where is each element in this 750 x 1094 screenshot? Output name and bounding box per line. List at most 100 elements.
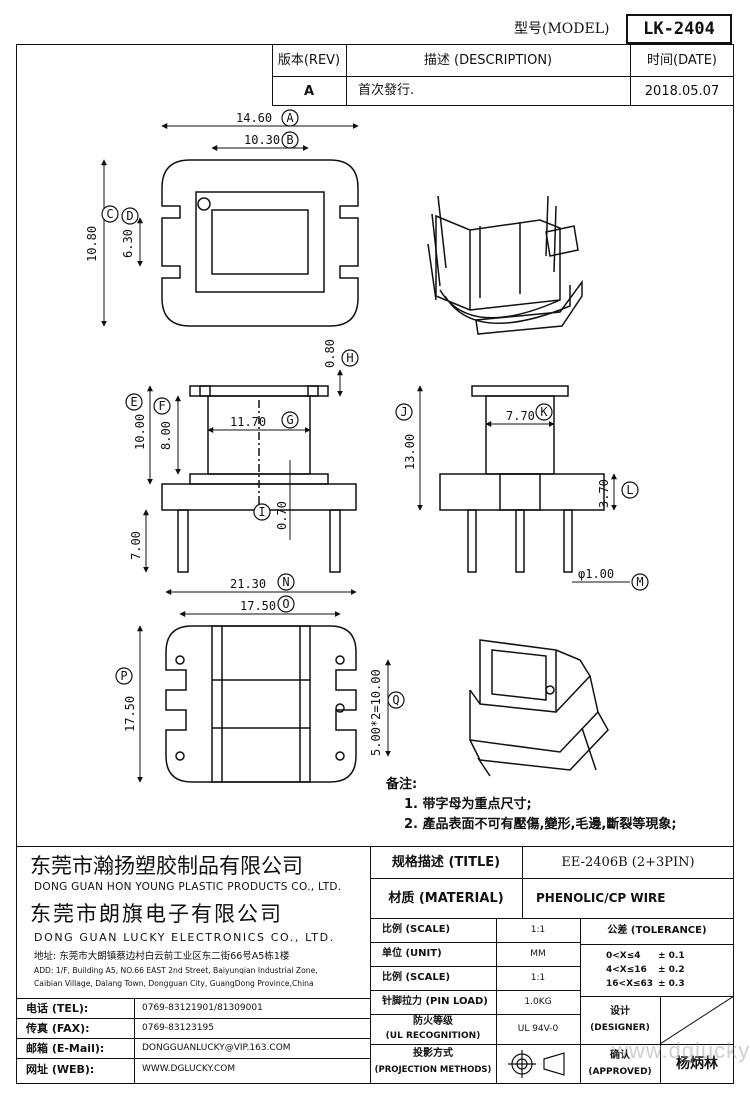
- label-Q: Q: [392, 693, 399, 707]
- company-address-en-2: Caibian Village, Dalang Town, Dongguan C…: [34, 979, 314, 988]
- proj-label-1: 投影方式: [413, 1048, 453, 1059]
- pinload-value: 1.0KG: [524, 996, 552, 1007]
- dim-pin-value: 7.00: [129, 531, 143, 560]
- label-L: L: [626, 483, 633, 497]
- iso-bottom-pin-mark: [545, 685, 555, 695]
- scale2-label: 比例 (SCALE): [382, 972, 451, 983]
- contacts-col-divider: [134, 998, 135, 1084]
- spec-row: [370, 1014, 580, 1015]
- tolerance-range-1: 0<X≤4: [606, 951, 641, 961]
- bottom-view-pin-hole: [175, 655, 185, 665]
- approver-name: 杨炳林: [676, 1056, 718, 1072]
- approve-divider: [580, 1044, 734, 1045]
- company-name-2-en: DONG GUAN LUCKY ELECTRONICS CO., LTD.: [34, 931, 335, 944]
- top-view-window-outer: [195, 191, 325, 293]
- label-P: P: [120, 669, 127, 683]
- dim-K-value: 7.70: [506, 409, 535, 423]
- bottom-view-pin-hole: [335, 703, 345, 713]
- iso-bottom-pin: [477, 757, 491, 777]
- company-address-en-1: ADD: 1/F, Building A5, NO.66 EAST 2nd St…: [34, 966, 318, 975]
- dim-H-value: 0.80: [323, 339, 337, 368]
- bottom-view-core: [211, 625, 311, 783]
- contacts-row-divider: [16, 1038, 370, 1039]
- iso-top-flange: [545, 225, 579, 257]
- contact-tel-label: 电话 (TEL):: [26, 1002, 89, 1015]
- company-name-1-en: DONG GUAN HON YOUNG PLASTIC PRODUCTS CO.…: [34, 881, 342, 893]
- model-label: 型号(MODEL): [514, 21, 610, 37]
- ul-value: UL 94V-0: [517, 1023, 559, 1034]
- contact-web-value[interactable]: WWW.DGLUCKY.COM: [142, 1064, 236, 1074]
- dim-I-value: 0.70: [275, 501, 289, 530]
- material-label: 材质 (MATERIAL): [388, 890, 504, 906]
- date-header: 时间(DATE): [647, 52, 717, 68]
- watermark: www.dglucky.com: [612, 1038, 750, 1063]
- contact-fax-label: 传真 (FAX):: [26, 1022, 90, 1035]
- title-value: EE-2406B (2+3PIN): [561, 854, 695, 870]
- bottom-view-pin-hole: [335, 751, 345, 761]
- top-view-window-inner: [211, 209, 309, 275]
- note-2: 2. 產品表面不可有壓傷,變形,毛邊,斷裂等現象;: [404, 817, 677, 832]
- dim-E-value: 10.00: [133, 414, 147, 450]
- date-value: 2018.05.07: [644, 83, 720, 99]
- spec-row: [370, 942, 580, 943]
- contact-web-label: 网址 (WEB):: [26, 1063, 95, 1076]
- dim-O-value: 17.50: [240, 599, 276, 613]
- dim-G-value: 11.70: [230, 415, 266, 429]
- rev-value: A: [303, 83, 315, 99]
- label-B: B: [286, 133, 293, 147]
- side-view-center-block: [499, 473, 541, 511]
- label-A: A: [286, 111, 294, 125]
- iso-top-pin: [545, 195, 549, 257]
- title-block-divider: [370, 846, 371, 1084]
- label-N: N: [282, 575, 289, 589]
- dim-D-value: 6.30: [121, 229, 135, 258]
- proj-label-2: (PROJECTION METHODS): [374, 1064, 492, 1075]
- unit-label: 单位 (UNIT): [382, 948, 442, 959]
- front-view-pin: [177, 509, 189, 573]
- dim-J-value: 13.00: [403, 434, 417, 470]
- front-view-pin-notch: [307, 385, 319, 397]
- contact-email-value[interactable]: DONGGUANLUCKY@VIP.163.COM: [142, 1043, 291, 1053]
- notes-title: 备注:: [386, 777, 418, 792]
- iso-top-pin: [553, 205, 557, 273]
- designer-diagonal: [660, 996, 734, 1044]
- projection-symbol-icon: [508, 1050, 565, 1078]
- iso-bottom-pin: [581, 727, 597, 771]
- approved-label-2: (APPROVED): [588, 1066, 652, 1077]
- scale-value: 1:1: [530, 924, 546, 935]
- label-E: E: [130, 395, 137, 409]
- contacts-row-divider: [16, 1018, 370, 1019]
- pinload-label: 针脚拉力 (PIN LOAD): [382, 996, 488, 1007]
- spec-row: [370, 990, 580, 991]
- desc-value: 首次發行.: [358, 83, 415, 98]
- label-D: D: [126, 209, 133, 223]
- revision-col-divider-2: [630, 44, 631, 106]
- model-value: LK-2404: [643, 19, 715, 39]
- iso-bottom-body: [469, 639, 609, 771]
- label-H: H: [346, 351, 353, 365]
- spec-col-b: [580, 918, 581, 1084]
- revision-table: [272, 44, 734, 106]
- tolerance-range-2: 4<X≤16: [606, 965, 647, 975]
- tolerance-title: 公差 (TOLERANCE): [607, 925, 707, 936]
- tolerance-range-3: 16<X≤63: [606, 979, 654, 989]
- dim-F-value: 8.00: [159, 421, 173, 450]
- spec-row: [370, 966, 580, 967]
- label-C: C: [106, 207, 113, 221]
- contacts-top: [16, 998, 370, 999]
- scale-label: 比例 (SCALE): [382, 924, 451, 935]
- dim-L-value: 3.70: [597, 479, 611, 508]
- company-name-1: 东莞市瀚扬塑胶制品有限公司: [30, 854, 303, 878]
- iso-top-base: [475, 279, 583, 335]
- rev-header: 版本(REV): [277, 52, 341, 68]
- dim-P-value: 17.50: [123, 696, 137, 732]
- material-value: PHENOLIC/CP WIRE: [536, 891, 666, 905]
- label-I: I: [258, 505, 265, 519]
- desc-header: 描述 (DESCRIPTION): [423, 52, 553, 68]
- title-label: 规格描述 (TITLE): [391, 854, 501, 870]
- bottom-view-pin-hole: [335, 655, 345, 665]
- top-view-outline: [161, 159, 359, 327]
- iso-top-pin: [437, 195, 447, 269]
- ul-label-2: (UL RECOGNITION): [385, 1030, 481, 1041]
- unit-value: MM: [530, 948, 546, 959]
